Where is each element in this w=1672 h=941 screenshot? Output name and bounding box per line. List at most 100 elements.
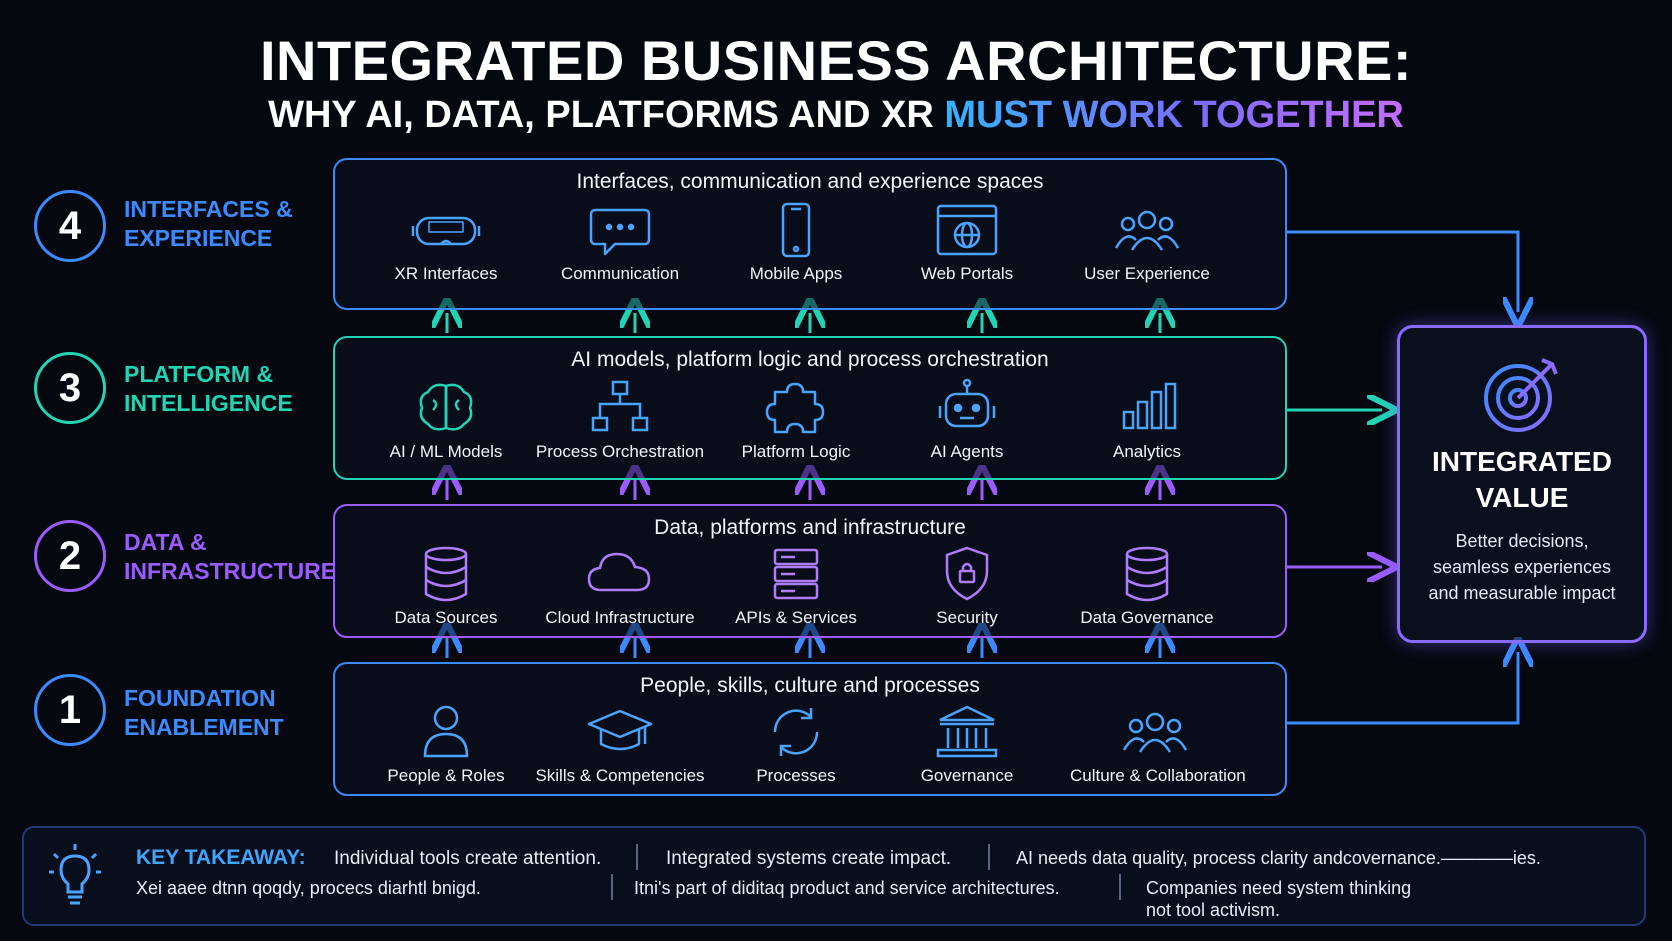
layer-3-heading: AI models, platform logic and process or…: [571, 348, 1049, 371]
flow-layer4-to-value: [1285, 230, 1518, 312]
layer-4-name-line2: EXPERIENCE: [124, 225, 273, 251]
lightbulb-icon: [49, 844, 101, 905]
database-icon: [1125, 546, 1169, 602]
item-cloud-infrastructure: Cloud Infrastructure: [535, 544, 705, 628]
separator: [636, 844, 638, 870]
layer-1-name: FOUNDATION ENABLEMENT: [124, 684, 284, 742]
shield-lock-icon: [945, 546, 989, 601]
item-label: User Experience: [1084, 264, 1210, 283]
item-label: APIs & Services: [735, 608, 857, 627]
item-data-governance: Data Governance: [1062, 544, 1232, 628]
item-label: Cloud Infrastructure: [545, 608, 695, 627]
layer-2-box: Data, platforms and infrastructure Data …: [333, 504, 1287, 638]
vr-headset-icon: [411, 216, 481, 246]
chat-bubble-icon: [589, 208, 651, 256]
item-analytics: Analytics: [1062, 378, 1232, 462]
layer-2-name: DATA & INFRASTRUCTURE: [124, 528, 336, 586]
value-text-line2: seamless experiences: [1432, 557, 1612, 577]
layer-3-name-line1: PLATFORM &: [124, 361, 274, 387]
item-apis-services: APIs & Services: [711, 544, 881, 628]
value-title: INTEGRATED VALUE: [1400, 444, 1644, 516]
item-label: XR Interfaces: [394, 264, 498, 283]
value-text-line3: and measurable impact: [1428, 583, 1616, 603]
flow-layer1-to-value: [1285, 652, 1518, 725]
item-communication: Communication: [535, 200, 705, 284]
item-label: Skills & Competencies: [535, 766, 705, 785]
item-label: Communication: [560, 264, 680, 283]
server-stack-icon: [773, 548, 819, 600]
page-subtitle: WHY AI, DATA, PLATFORMS AND XR MUST WORK…: [0, 94, 1672, 137]
layer-1-name-line1: FOUNDATION: [124, 685, 276, 711]
takeaway-row2-d: not tool activism.: [1146, 900, 1281, 920]
item-platform-logic: Platform Logic: [711, 378, 881, 462]
value-title-line1: INTEGRATED: [1432, 446, 1612, 477]
bar-chart-icon: [1122, 382, 1177, 430]
layer-1-box: People, skills, culture and processes Pe…: [333, 662, 1287, 796]
web-browser-icon: [936, 204, 998, 256]
layer-4-heading: Interfaces, communication and experience…: [576, 170, 1044, 193]
item-label: Data Governance: [1080, 608, 1214, 627]
item-mobile-apps: Mobile Apps: [711, 200, 881, 284]
separator: [611, 874, 613, 900]
item-governance: Governance: [882, 702, 1052, 786]
key-takeaway-box: KEY TAKEAWAY: Individual tools create at…: [22, 826, 1646, 926]
arrows-1-to-2: [447, 638, 1160, 658]
item-web-portals: Web Portals: [882, 200, 1052, 284]
layer-4-number: 4: [34, 190, 106, 262]
subtitle-highlight: MUST WORK TOGETHER: [944, 94, 1404, 136]
item-label: AI / ML Models: [389, 442, 503, 461]
item-label: Data Sources: [394, 608, 498, 627]
robot-icon: [938, 378, 996, 428]
layer-3-number: 3: [34, 352, 106, 424]
graduation-cap-icon: [587, 709, 653, 751]
item-skills-competencies: Skills & Competencies: [535, 702, 705, 786]
users-group-icon: [1114, 210, 1180, 251]
takeaway-row2-c: Companies need system thinking: [1146, 878, 1412, 898]
layer-2-name-line2: INFRASTRUCTURE: [124, 558, 337, 584]
layer-1-number: 1: [34, 674, 106, 746]
layer-4-name-line1: INTERFACES &: [124, 196, 293, 222]
item-processes: Processes: [711, 702, 881, 786]
target-icon: [1484, 358, 1558, 432]
person-icon: [423, 705, 469, 758]
takeaway-row2-b: Itni's part of diditaq product and servi…: [634, 878, 1060, 898]
cycle-arrows-icon: [773, 708, 819, 756]
takeaway-row2-a: Xei aaee dtnn qoqdy, procecs diarhtl bni…: [136, 878, 481, 898]
item-process-orchestration: Process Orchestration: [535, 378, 705, 462]
layer-2-heading: Data, platforms and infrastructure: [654, 516, 966, 539]
item-label: Web Portals: [920, 264, 1014, 283]
item-security: Security: [882, 544, 1052, 628]
layer-1-name-line2: ENABLEMENT: [124, 714, 284, 740]
item-label: Governance: [920, 766, 1014, 785]
database-icon: [424, 546, 468, 602]
item-label: Analytics: [1112, 442, 1182, 461]
cloud-icon: [587, 552, 651, 592]
value-description: Better decisions, seamless experiences a…: [1410, 528, 1634, 606]
item-label: Culture & Collaboration: [1070, 766, 1246, 785]
page-title: INTEGRATED BUSINESS ARCHITECTURE:: [259, 29, 1413, 92]
hierarchy-icon: [591, 380, 649, 432]
item-label: People & Roles: [387, 766, 505, 785]
layer-1-heading: People, skills, culture and processes: [640, 674, 980, 697]
item-ai-agents: AI Agents: [882, 378, 1052, 462]
puzzle-icon: [765, 382, 825, 434]
layer-3-name: PLATFORM & INTELLIGENCE: [124, 360, 293, 418]
item-label: Processes: [756, 766, 836, 785]
value-text-line1: Better decisions,: [1455, 531, 1589, 551]
takeaway-label: KEY TAKEAWAY:: [136, 846, 306, 869]
layer-2-name-line1: DATA &: [124, 529, 207, 555]
separator: [1119, 874, 1121, 900]
item-label: AI Agents: [930, 442, 1004, 461]
layer-4-box: Interfaces, communication and experience…: [333, 158, 1287, 310]
users-group-icon: [1122, 712, 1188, 753]
layer-3-name-line2: INTELLIGENCE: [124, 390, 293, 416]
arrows-3-to-4: [447, 313, 1160, 333]
item-label: Mobile Apps: [749, 264, 843, 283]
institution-icon: [936, 705, 998, 758]
brain-icon: [419, 383, 473, 431]
item-data-sources: Data Sources: [361, 544, 531, 628]
takeaway-row1-b: Integrated systems create impact.: [666, 848, 952, 869]
item-culture-collaboration: Culture & Collaboration: [1070, 702, 1246, 786]
item-label: Security: [936, 608, 998, 627]
